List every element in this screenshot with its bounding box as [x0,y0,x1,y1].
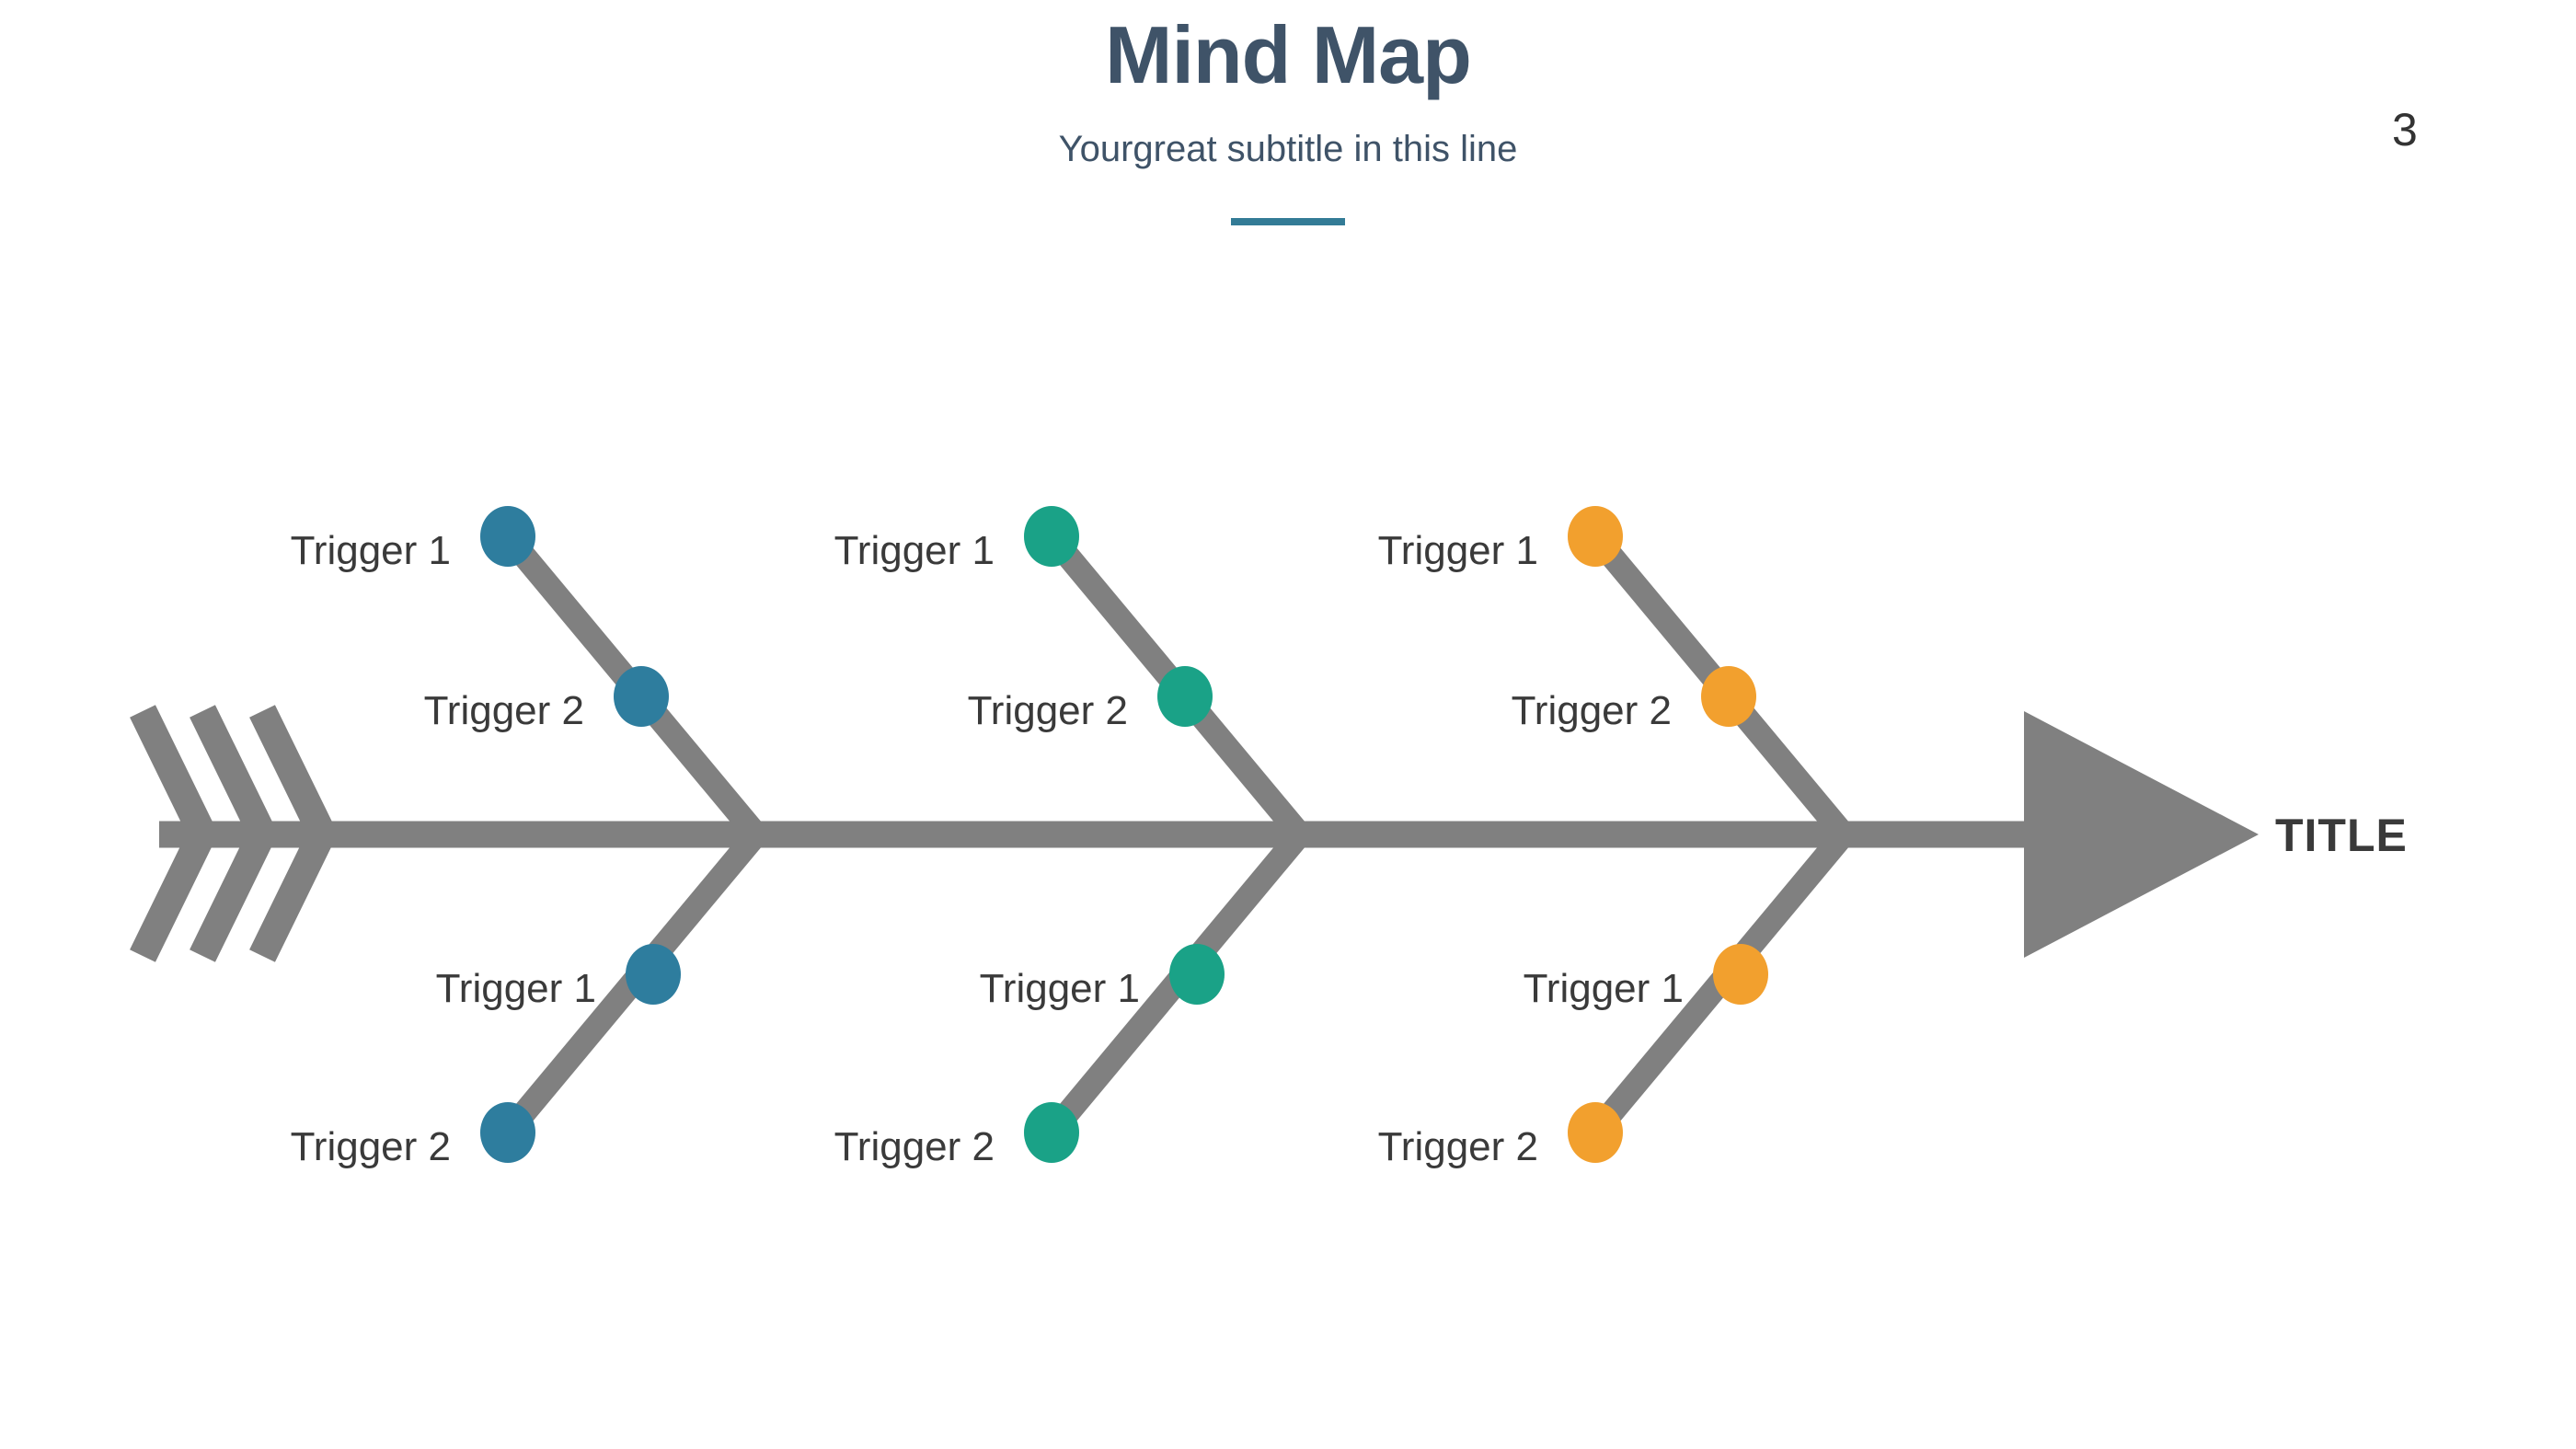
title-divider [1231,218,1345,225]
trigger-dot [1157,666,1213,727]
trigger-label: Trigger 1 [436,966,596,1011]
spine-bar [159,821,2047,848]
trigger-dot [1024,1102,1079,1163]
page-title: Mind Map [1105,9,1472,100]
trigger-dot [1701,666,1756,727]
trigger-dot [1024,506,1079,567]
trigger-label: Trigger 2 [968,688,1128,733]
trigger-label: Trigger 2 [424,688,584,733]
trigger-label: Trigger 2 [1378,1124,1538,1169]
trigger-label: Trigger 1 [1378,528,1538,573]
trigger-label: Trigger 2 [834,1124,995,1169]
trigger-dot [1169,944,1225,1005]
page-subtitle: Yourgreat subtitle in this line [1058,129,1518,169]
trigger-dot [1568,506,1623,567]
trigger-label: Trigger 2 [291,1124,451,1169]
branch-group-2: Trigger 1 Trigger 2 Trigger 1 Trigger 2 [834,506,1309,1169]
trigger-label: Trigger 1 [980,966,1140,1011]
trigger-dot [626,944,681,1005]
trigger-dot [480,506,535,567]
head-title-label: TITLE [2275,810,2408,861]
trigger-dot [614,666,669,727]
trigger-label: Trigger 1 [834,528,995,573]
branch-group-1: Trigger 1 Trigger 2 Trigger 1 Trigger 2 [291,506,765,1169]
trigger-label: Trigger 2 [1512,688,1672,733]
branch-group-3: Trigger 1 Trigger 2 Trigger 1 Trigger 2 [1378,506,1853,1169]
arrowhead-icon [2024,711,2259,958]
trigger-label: Trigger 1 [1524,966,1684,1011]
trigger-dot [1713,944,1768,1005]
page-number: 3 [2392,104,2418,155]
trigger-dot [480,1102,535,1163]
trigger-dot [1568,1102,1623,1163]
trigger-label: Trigger 1 [291,528,451,573]
